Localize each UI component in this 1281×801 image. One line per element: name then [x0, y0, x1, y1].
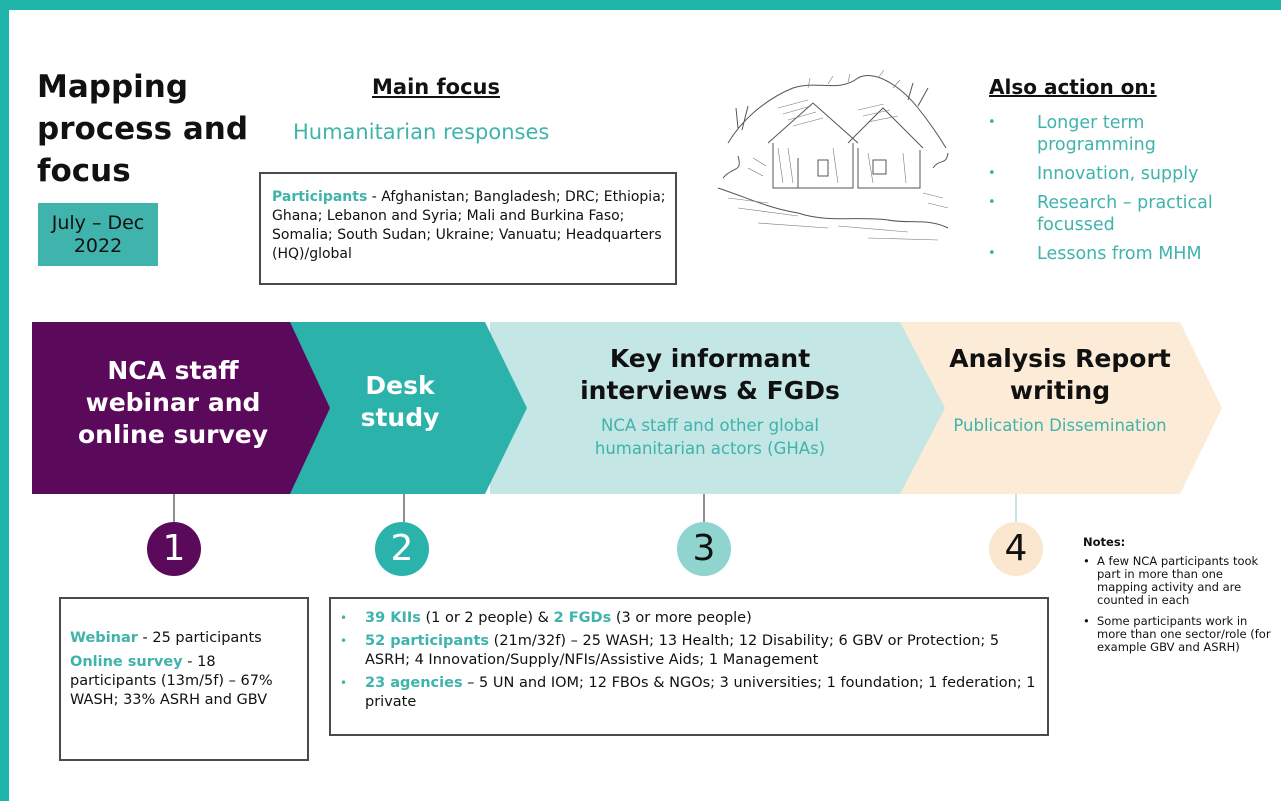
main-focus-subtitle: Humanitarian responses [293, 120, 550, 144]
main-focus-heading: Main focus [372, 75, 500, 99]
survey-text: - 18 participants (13m/5f) – 67% WASH; 3… [70, 654, 273, 708]
kii-details-box: 39 KIIs (1 or 2 people) & 2 FGDs (3 or m… [329, 597, 1049, 736]
agencies-count-label: 23 agencies [365, 675, 463, 691]
participants-count-label: 52 participants [365, 633, 490, 649]
stage-1: NCA staff webinar and online survey [48, 355, 298, 451]
stage-2-title: Desk study [360, 371, 440, 432]
left-border [0, 0, 9, 801]
village-sketch-image [717, 69, 949, 241]
list-item: Longer term programming [988, 112, 1258, 156]
list-item: Research – practical focussed [988, 192, 1258, 236]
survey-line: Online survey - 18 participants (13m/5f)… [70, 653, 301, 710]
top-border [0, 0, 1281, 10]
participants-count-text: (21m/32f) – 25 WASH; 13 Health; 12 Disab… [365, 633, 1000, 668]
stage-4-subtitle: Publication Dissemination [953, 416, 1167, 435]
list-item: 23 agencies – 5 UN and IOM; 12 FBOs & NG… [340, 674, 1037, 712]
notes-heading: Notes: [1083, 535, 1126, 549]
stage-4-title: Analysis Report writing [949, 344, 1171, 405]
stage-3: Key informant interviews & FGDs NCA staf… [545, 343, 875, 460]
stage-2: Desk study [345, 370, 455, 434]
webinar-label: Webinar [70, 630, 138, 646]
list-item: A few NCA participants took part in more… [1083, 555, 1273, 607]
webinar-text: - 25 participants [137, 630, 262, 646]
step-number-2: 2 [375, 522, 429, 576]
participants-text: - Afghanistan; Bangladesh; DRC; Ethiopia… [272, 189, 666, 262]
also-action-heading: Also action on: [989, 75, 1157, 99]
chevron-stage-3 [490, 322, 945, 494]
fgd-count-label: 2 FGDs [553, 610, 612, 626]
stage-4: Analysis Report writing Publication Diss… [925, 343, 1195, 437]
kii-count-label: 39 KIIs [365, 610, 421, 626]
list-item: Lessons from MHM [988, 243, 1258, 265]
list-item: 52 participants (21m/32f) – 25 WASH; 13 … [340, 632, 1037, 670]
participants-box: Participants - Afghanistan; Bangladesh; … [259, 172, 677, 285]
webinar-line: Webinar - 25 participants [70, 629, 301, 648]
slide-title: Mapping process and focus [37, 69, 249, 189]
stage-3-title: Key informant interviews & FGDs [580, 344, 840, 405]
list-item: Innovation, supply [988, 163, 1258, 185]
also-action-list: Longer term programming Innovation, supp… [988, 112, 1258, 272]
chevron-stage-1 [32, 322, 330, 494]
chevron-stage-4 [880, 322, 1222, 494]
chevron-stage-2 [280, 322, 527, 494]
step-number-1: 1 [147, 522, 201, 576]
list-item: 39 KIIs (1 or 2 people) & 2 FGDs (3 or m… [340, 609, 1037, 628]
fgd-count-text: (3 or more people) [611, 610, 752, 626]
kii-count-text: (1 or 2 people) & [420, 610, 554, 626]
agencies-count-text: – 5 UN and IOM; 12 FBOs & NGOs; 3 univer… [365, 675, 1036, 710]
step-number-4: 4 [989, 522, 1043, 576]
date-badge: July – Dec 2022 [38, 203, 158, 266]
notes-panel: Notes: A few NCA participants took part … [1083, 536, 1273, 662]
webinar-details-box: Webinar - 25 participants Online survey … [59, 597, 309, 761]
survey-label: Online survey [70, 654, 183, 670]
step-number-3: 3 [677, 522, 731, 576]
list-item: Some participants work in more than one … [1083, 615, 1273, 654]
participants-label: Participants [272, 189, 368, 205]
stage-3-subtitle: NCA staff and other global humanitarian … [594, 416, 826, 458]
stage-1-title: NCA staff webinar and online survey [77, 356, 269, 449]
